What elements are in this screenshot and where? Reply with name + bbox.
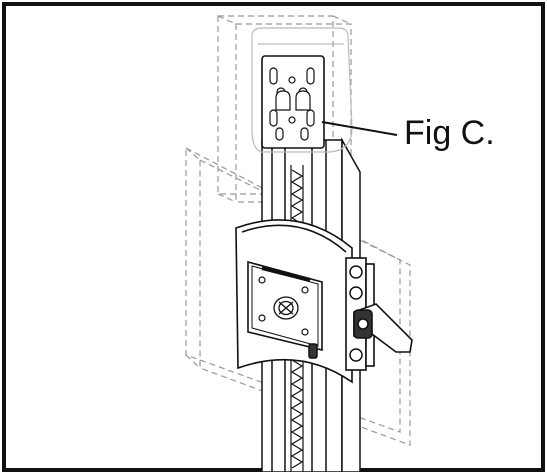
rotating-mount-plate: [247, 260, 323, 352]
clamp-side-holes: [349, 265, 363, 362]
plate-locking-pin: [308, 343, 318, 359]
vesa-plate-slots: [269, 67, 315, 141]
callout-leader-line: [321, 121, 398, 136]
callout-label: Fig C.: [404, 114, 495, 152]
rotating-plate-screws: [258, 276, 309, 336]
release-lever: [353, 303, 413, 353]
rotating-plate-center: [273, 296, 299, 320]
